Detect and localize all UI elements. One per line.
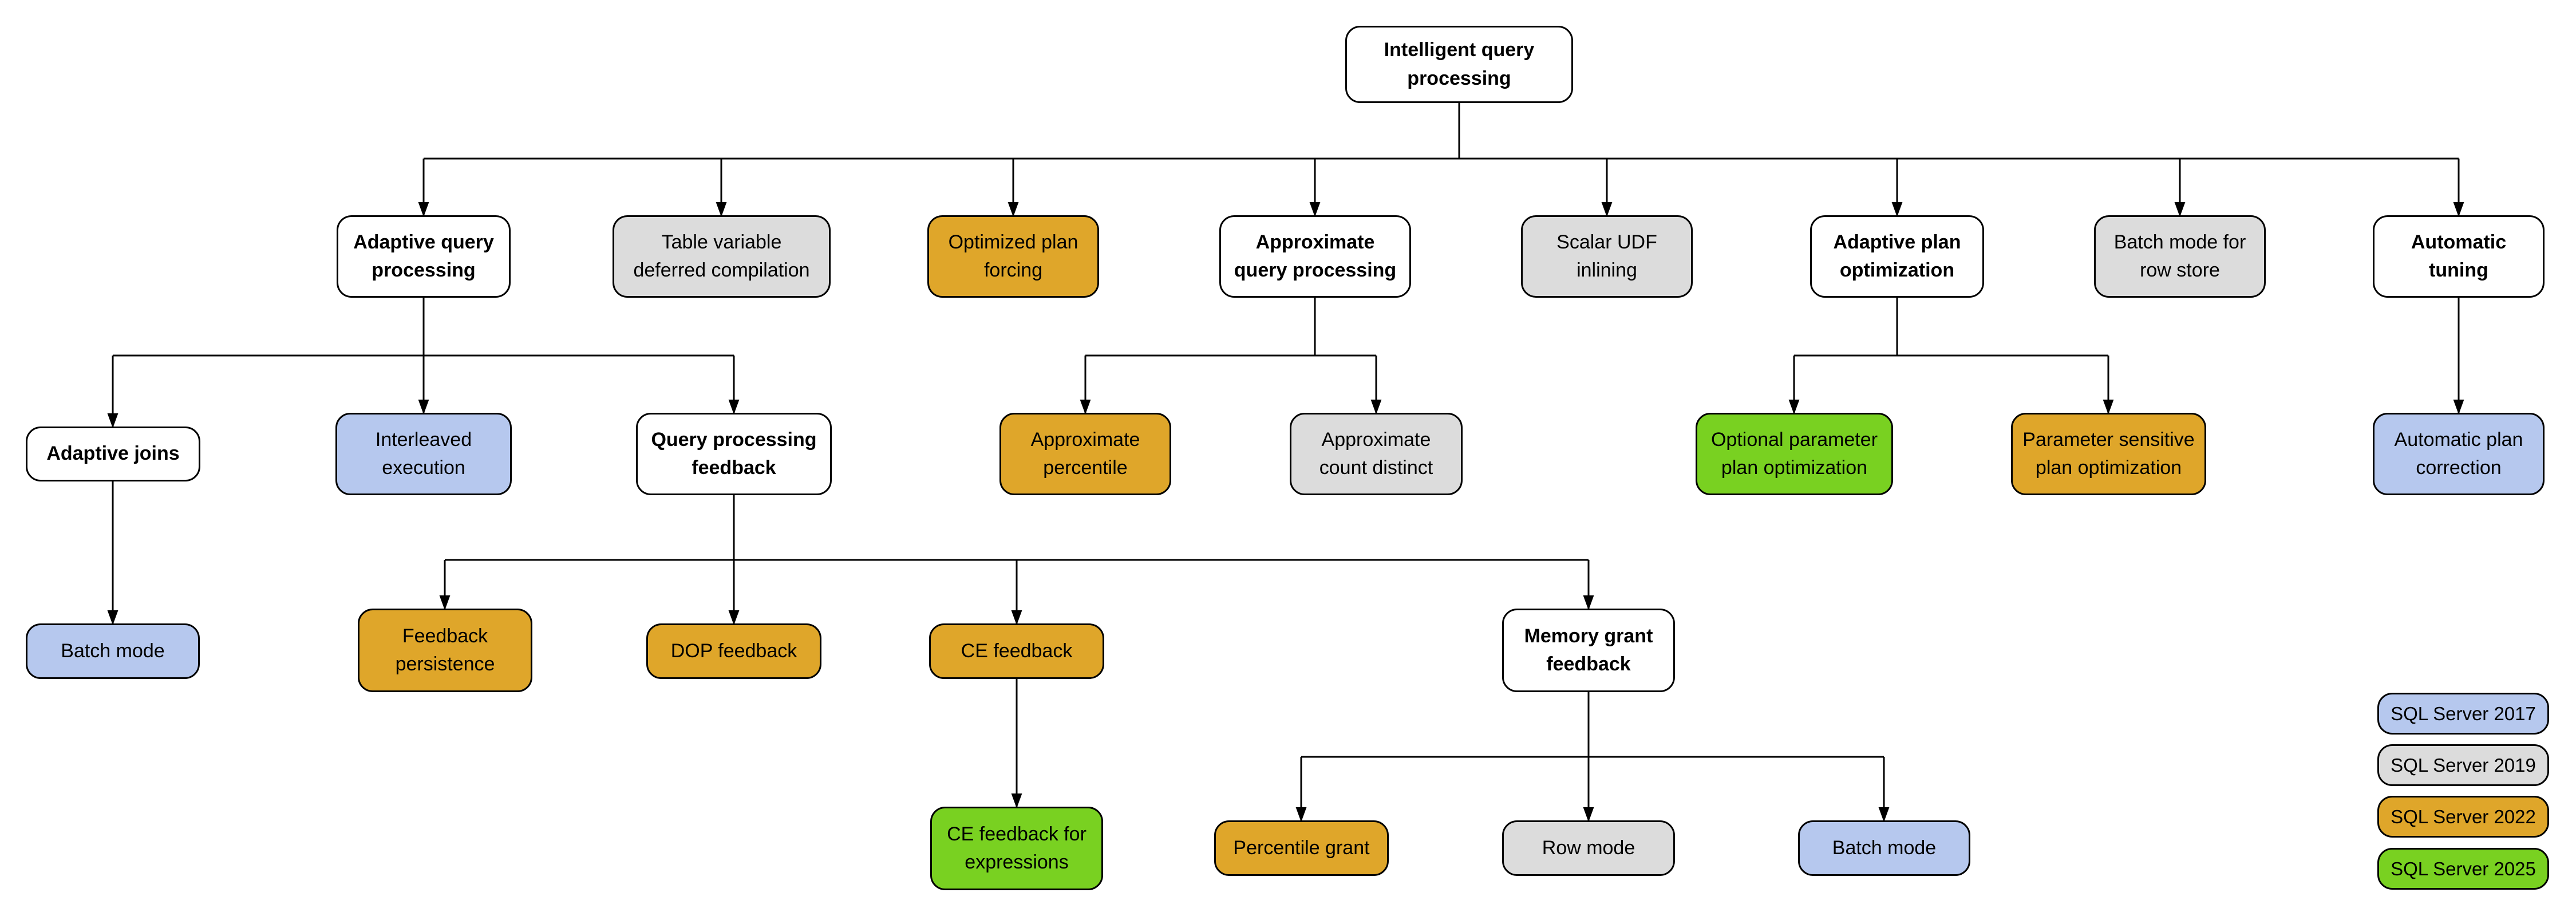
node-feedback-persistence: Feedback persistence [358, 609, 532, 692]
node-table-variable-deferred-compilation: Table variable deferred compilation [613, 215, 831, 298]
node-intelligent-query-processing: Intelligent query processing [1345, 26, 1573, 103]
node-automatic-tuning: Automatic tuning [2373, 215, 2545, 298]
legend-item-sql-server-2022: SQL Server 2022 [2377, 796, 2549, 838]
node-automatic-plan-correction: Automatic plan correction [2373, 413, 2545, 495]
node-ce-feedback: CE feedback [929, 623, 1104, 679]
legend-item-sql-server-2017: SQL Server 2017 [2377, 693, 2549, 735]
node-query-processing-feedback: Query processing feedback [636, 413, 832, 495]
legend-item-sql-server-2019: SQL Server 2019 [2377, 744, 2549, 786]
node-memory-grant-feedback: Memory grant feedback [1502, 609, 1675, 692]
node-batch-mode-for-row-store: Batch mode for row store [2094, 215, 2266, 298]
node-dop-feedback: DOP feedback [646, 623, 821, 679]
node-ce-feedback-for-expressions: CE feedback for expressions [930, 807, 1103, 890]
node-parameter-sensitive-plan-optimization: Parameter sensitive plan optimization [2011, 413, 2206, 495]
node-batch-mode-memory-grant: Batch mode [1798, 820, 1970, 876]
node-approximate-percentile: Approximate percentile [999, 413, 1171, 495]
node-scalar-udf-inlining: Scalar UDF inlining [1521, 215, 1693, 298]
node-row-mode: Row mode [1502, 820, 1675, 876]
node-approximate-count-distinct: Approximate count distinct [1290, 413, 1463, 495]
node-adaptive-query-processing: Adaptive query processing [337, 215, 511, 298]
node-adaptive-joins: Adaptive joins [26, 427, 200, 481]
legend-item-sql-server-2025: SQL Server 2025 [2377, 848, 2549, 890]
node-percentile-grant: Percentile grant [1214, 820, 1389, 876]
node-interleaved-execution: Interleaved execution [335, 413, 512, 495]
node-approximate-query-processing: Approximate query processing [1219, 215, 1411, 298]
node-optimized-plan-forcing: Optimized plan forcing [927, 215, 1099, 298]
node-optional-parameter-plan-optimization: Optional parameter plan optimization [1696, 413, 1893, 495]
node-batch-mode-adaptive-joins: Batch mode [26, 623, 200, 679]
node-adaptive-plan-optimization: Adaptive plan optimization [1810, 215, 1984, 298]
